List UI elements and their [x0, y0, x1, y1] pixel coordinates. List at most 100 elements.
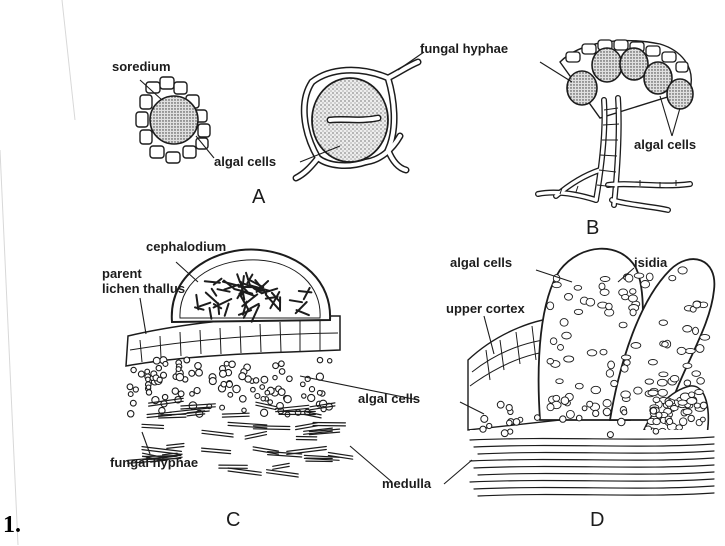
algal-cell [163, 361, 168, 366]
isidium-cell [658, 389, 667, 396]
algal-cell [308, 394, 315, 401]
fungal-hypha [167, 444, 184, 446]
isidium-cell [697, 378, 705, 385]
isidium-cell [611, 380, 618, 386]
isidium-cell [648, 360, 657, 365]
isidium-cell [547, 302, 554, 310]
algal-cell [265, 390, 270, 395]
isidium-cell [676, 425, 683, 430]
isidium-cell [552, 282, 561, 288]
panel-label-d: D [590, 510, 604, 530]
isidium-cell [669, 275, 676, 280]
fungal-hypha [228, 422, 267, 425]
isidium-cell [586, 298, 595, 306]
algal-cell [242, 408, 246, 412]
algal-cell [656, 412, 662, 418]
isidium-cell [606, 370, 613, 378]
isidium-cell [700, 334, 710, 340]
isidium-cell [659, 372, 668, 377]
algal-cell [481, 415, 488, 422]
algal-cell [587, 401, 593, 407]
isidium-cell [608, 361, 615, 369]
medulla-label: medulla [382, 477, 431, 491]
isidium-cell [564, 356, 574, 362]
parent-lichen-thallus-label: parent lichen thallus [102, 266, 185, 296]
fungal-hyphae-label-top: fungal hyphae [420, 42, 508, 56]
algal-cell [582, 406, 587, 411]
algal-cell [309, 387, 314, 392]
algal-cell [146, 377, 151, 382]
algal-cell [535, 415, 541, 421]
algal-cells-label-b: algal cells [634, 138, 696, 152]
algal-cell [261, 376, 268, 383]
isidium-cell [547, 404, 554, 411]
isidium-cell [683, 409, 692, 415]
algal-cell [220, 405, 225, 410]
algal-cell [268, 400, 273, 405]
fungal-hypha [142, 427, 164, 428]
algal-cell [273, 363, 279, 369]
algal-cell [209, 378, 216, 385]
fungal-hypha [222, 416, 249, 417]
panel-label-c: C [226, 510, 240, 530]
algal-cell [650, 408, 656, 414]
algal-cell [279, 361, 285, 367]
isidium-cell [622, 294, 629, 299]
isidium-cell [634, 387, 642, 394]
algal-cells-label-c: algal cells [358, 392, 420, 406]
fungal-hypha [273, 466, 290, 469]
isidium-cell [621, 355, 630, 360]
isidium-cell [556, 379, 563, 384]
algal-cell [240, 396, 247, 403]
isidia-label: isidia [634, 256, 667, 270]
algal-cell [700, 402, 707, 409]
algal-cell [156, 365, 161, 370]
panel-d-drawing [468, 249, 716, 500]
isidium-cell [631, 343, 641, 349]
algal-cell [153, 357, 160, 364]
algal-cell [273, 375, 277, 379]
isidium-cell [693, 301, 701, 308]
algal-cell [607, 432, 613, 438]
fungal-hypha [268, 455, 302, 457]
algal-cell [593, 410, 599, 416]
isidium-cell [621, 391, 631, 398]
isidium-cell [587, 350, 597, 356]
isidium-cell [547, 359, 554, 365]
algal-cell [145, 369, 150, 374]
algal-cell [146, 385, 150, 389]
figure-number: 1. [3, 512, 21, 538]
isidium-cell [574, 309, 582, 314]
isidium-cell [678, 400, 687, 405]
algal-cell [251, 387, 256, 392]
isidium-cell [671, 406, 679, 411]
isidium-cell [575, 383, 583, 389]
cyanobacterial-filament [299, 291, 312, 292]
panel-label-b: B [586, 218, 599, 238]
isidium-cell [600, 349, 607, 355]
isidium-cell [648, 390, 658, 396]
cyanobacterial-filament [205, 281, 220, 282]
algal-cell [128, 411, 134, 417]
algal-cell [507, 420, 513, 426]
isidium-cell [619, 322, 627, 328]
algal-cell [506, 405, 512, 411]
isidium-cell [562, 332, 572, 339]
algal-cell [480, 426, 486, 432]
algal-cell [184, 357, 190, 363]
algal-cell [190, 392, 195, 397]
isidium-cell [550, 338, 557, 345]
algal-cell [287, 376, 293, 382]
upper-cortex-label: upper cortex [446, 302, 525, 316]
isidium-cell [696, 345, 704, 353]
isidium-cell [670, 375, 679, 382]
algal-cell [317, 390, 322, 395]
algal-cell [226, 381, 232, 387]
isidium-cell [630, 309, 636, 316]
fungal-hypha [222, 413, 249, 414]
fungal-hypha [202, 448, 231, 451]
isidium-cell [680, 418, 687, 426]
isidium-cell [574, 285, 582, 290]
isidium-cell [566, 410, 574, 418]
isidium-cell [599, 283, 605, 290]
